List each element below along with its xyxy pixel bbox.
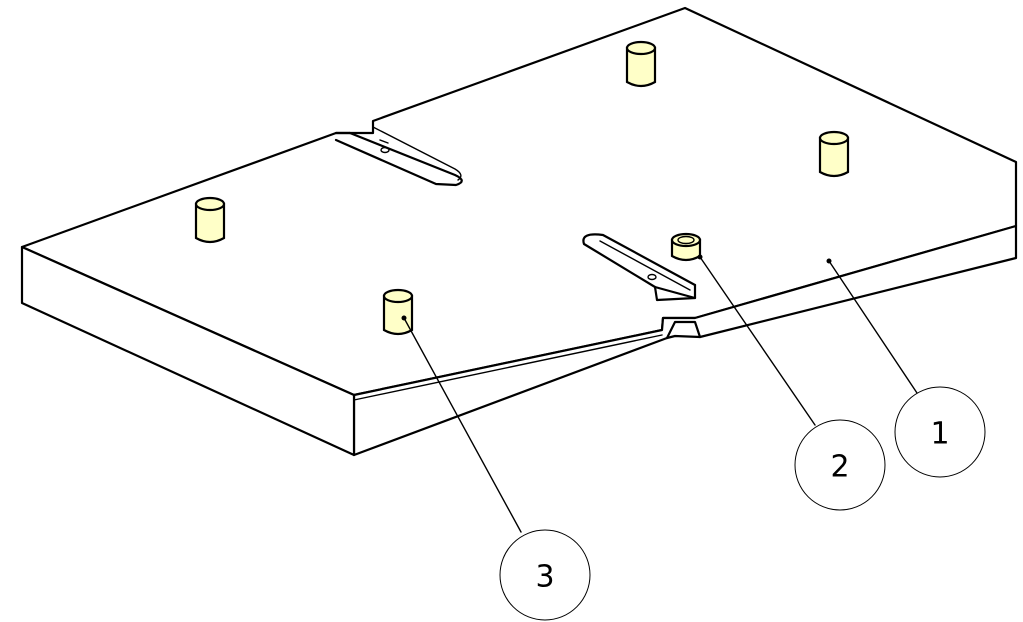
balloon-3: 3 <box>499 529 591 621</box>
pin-right <box>818 130 850 178</box>
pin-left <box>194 196 226 244</box>
leader-line-1 <box>828 260 918 394</box>
slot-upper <box>334 126 463 187</box>
leader-line-2 <box>699 256 816 426</box>
plate-front-face <box>352 224 1018 457</box>
short-pin <box>670 232 702 262</box>
balloon-3-label: 3 <box>535 560 554 595</box>
plate-left-face <box>20 245 356 457</box>
balloon-1: 1 <box>894 386 986 478</box>
pin-top <box>625 40 657 88</box>
leader-line-3 <box>403 317 522 533</box>
locating-pin <box>382 288 414 336</box>
leader-lines <box>401 254 918 533</box>
base-plate <box>20 6 1018 457</box>
balloon-2: 2 <box>794 419 886 511</box>
slot-front <box>582 233 697 302</box>
balloon-2-label: 2 <box>830 450 849 485</box>
balloon-1-label: 1 <box>930 417 949 452</box>
